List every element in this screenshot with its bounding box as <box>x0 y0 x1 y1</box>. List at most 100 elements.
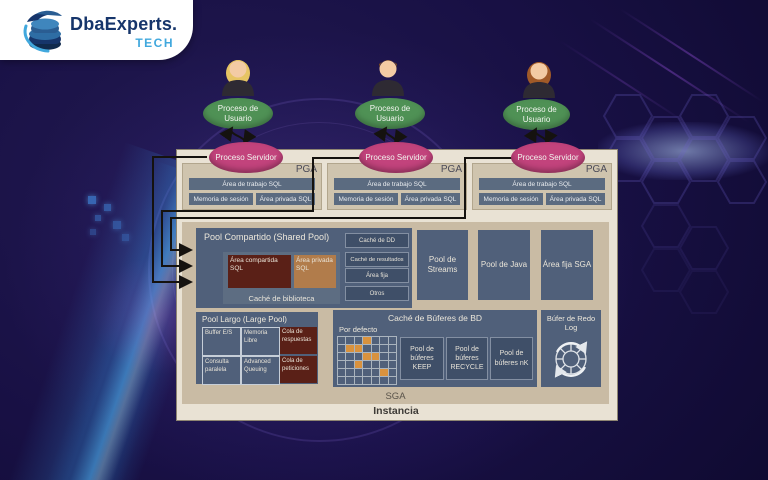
buffer-grid-cell <box>380 337 388 344</box>
shared-pool-box: Pool Compartido (Shared Pool) Área compa… <box>196 228 412 308</box>
pga-title: PGA <box>440 164 462 175</box>
buffer-grid-cell <box>380 361 388 368</box>
redo-buffer-title: Búfer de Redo Log <box>546 314 596 333</box>
keep-pool-box: Pool de búferes KEEP <box>400 337 444 380</box>
sga-label: SGA <box>385 391 406 402</box>
buffer-grid-cell <box>371 337 380 344</box>
user-process-ellipse: Proceso de Usuario <box>203 98 273 129</box>
buffer-grid-cell <box>338 361 346 368</box>
private-sql-area: Área privada SQL <box>294 255 336 288</box>
buffer-grid-cell <box>363 369 371 376</box>
buffer-grid-cell <box>380 353 388 360</box>
buffer-cache-box: Caché de Búferes de BD Por defecto Pool … <box>333 310 537 387</box>
lens-flare <box>598 122 768 180</box>
buffer-grid-cell <box>354 337 363 344</box>
server-process-ellipse: Proceso Servidor <box>511 142 585 173</box>
fixed-sga-box: Área fija SGA <box>541 230 593 300</box>
buffer-grid-cell <box>380 345 388 352</box>
request-queue-cell: Cola de peticiones <box>280 356 317 383</box>
fixed-area: Área fija <box>345 268 409 283</box>
buffer-grid-cell <box>388 337 396 344</box>
buffer-grid-cell <box>363 337 371 344</box>
pga-title: PGA <box>295 164 317 175</box>
buffer-grid-cell <box>338 369 346 376</box>
user-process-label: Proceso de Usuario <box>516 104 557 124</box>
buffer-grid-cell <box>338 377 346 384</box>
buffer-grid-cell <box>346 369 354 376</box>
free-memory-cell: Memoria Libre <box>241 327 280 356</box>
user-avatar-icon <box>523 62 555 98</box>
java-pool-box: Pool de Java <box>478 230 530 300</box>
library-cache-box: Área compartida SQL Área privada SQL Cac… <box>223 252 340 304</box>
shared-pool-title: Pool Compartido (Shared Pool) <box>204 232 330 242</box>
server-process-label: Proceso Servidor <box>517 152 579 162</box>
others: Otros <box>345 286 409 301</box>
large-pool-box: Pool Largo (Large Pool) Buffer E/S Memor… <box>196 312 318 385</box>
user-process-ellipse: Proceso de Usuario <box>503 99 570 130</box>
user-process-label: Proceso de Usuario <box>217 103 259 123</box>
buffer-grid-cell <box>388 361 396 368</box>
buffer-grid-cell <box>346 361 354 368</box>
streams-pool-box: Pool de Streams <box>417 230 468 300</box>
session-memory: Memoria de sesión <box>479 193 543 205</box>
buffer-grid-cell <box>354 353 363 360</box>
session-memory: Memoria de sesión <box>189 193 253 205</box>
buffer-grid-cell <box>380 369 388 376</box>
redo-log-cycle-icon <box>554 341 588 378</box>
database-logo-icon <box>23 10 62 53</box>
buffer-grid-cell <box>346 345 354 352</box>
sql-work-area: Área de trabajo SQL <box>334 178 460 190</box>
pga-title: PGA <box>585 164 607 175</box>
buffer-grid-cell <box>338 345 346 352</box>
large-pool-title: Pool Largo (Large Pool) <box>202 315 287 324</box>
buffer-grid-cell <box>380 377 388 384</box>
buffer-grid-cell <box>363 345 371 352</box>
buffer-grid-cell <box>371 353 380 360</box>
logo-tagline-text: TECH <box>135 36 174 50</box>
user-avatar-icon <box>372 60 404 96</box>
logo-brand-text: DbaExperts. <box>70 14 178 34</box>
response-queue-cell: Cola de respuestas <box>280 327 317 354</box>
buffer-grid-cell <box>338 337 346 344</box>
sql-work-area: Área de trabajo SQL <box>189 178 315 190</box>
buffer-grid-cell <box>346 377 354 384</box>
sql-work-area: Área de trabajo SQL <box>479 178 605 190</box>
buffer-cache-title: Caché de Búferes de BD <box>387 313 483 323</box>
redo-buffer-box: Búfer de Redo Log <box>541 310 601 387</box>
buffer-grid-cell <box>363 361 371 368</box>
parallel-query-cell: Consulta paralela <box>202 356 241 385</box>
user-process-label: Proceso de Usuario <box>369 103 411 123</box>
library-cache-label: Caché de biblioteca <box>248 294 315 303</box>
nk-pool-box: Pool de búferes nK <box>490 337 533 380</box>
default-buffer-grid <box>337 336 397 385</box>
pixel-square <box>90 229 96 235</box>
private-sql-area: Área privada SQL <box>401 193 460 205</box>
server-process-label: Proceso Servidor <box>365 152 427 162</box>
server-process-ellipse: Proceso Servidor <box>209 142 283 173</box>
buffer-grid-cell <box>371 377 380 384</box>
pixel-square <box>113 221 121 229</box>
buffer-grid-cell <box>338 353 346 360</box>
shared-sql-area: Área compartida SQL <box>228 255 291 288</box>
result-cache: Caché de resultados <box>345 252 409 267</box>
buffer-grid-cell <box>371 345 380 352</box>
buffer-grid-cell <box>346 353 354 360</box>
pixel-square <box>88 196 96 204</box>
logo-card: DbaExperts. TECH <box>0 0 193 60</box>
buffer-grid-cell <box>354 369 363 376</box>
default-buffer-label: Por defecto <box>339 325 378 334</box>
buffer-grid-cell <box>363 377 371 384</box>
buffer-grid-cell <box>388 369 396 376</box>
buffer-grid-cell <box>354 377 363 384</box>
io-buffer-cell: Buffer E/S <box>202 327 241 356</box>
private-sql-area: Área privada SQL <box>256 193 315 205</box>
buffer-grid-cell <box>388 353 396 360</box>
pixel-square <box>95 215 101 221</box>
buffer-grid-cell <box>346 337 354 344</box>
buffer-grid-cell <box>354 361 363 368</box>
advanced-queuing-cell: Advanced Queuing <box>241 356 280 385</box>
user-avatar-icon <box>222 60 254 96</box>
buffer-grid-cell <box>354 345 363 352</box>
user-process-ellipse: Proceso de Usuario <box>355 98 425 129</box>
